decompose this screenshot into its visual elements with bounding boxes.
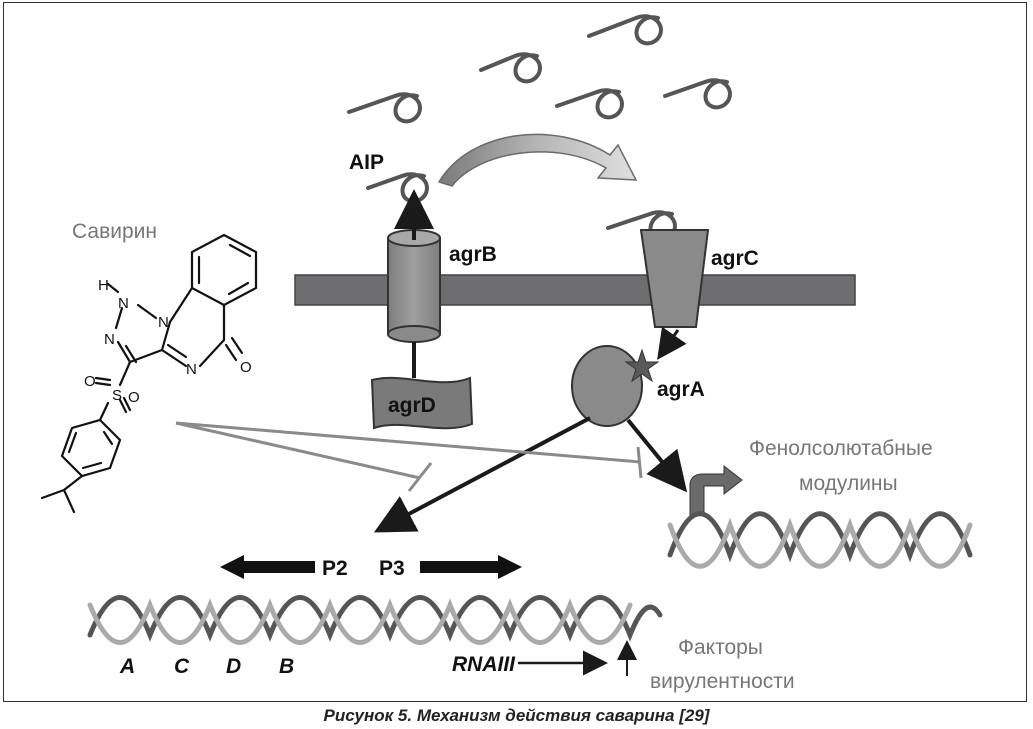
p2-promoter-arrow bbox=[220, 555, 315, 579]
aip-peptide bbox=[587, 14, 663, 46]
atom-h: H bbox=[98, 277, 109, 294]
figure-caption: Рисунок 5. Механизм действия саварина [2… bbox=[323, 706, 710, 725]
p3-promoter-arrow bbox=[420, 555, 522, 579]
agrb-transporter bbox=[387, 229, 441, 343]
psm-label-line2: модулины bbox=[799, 472, 898, 495]
phosphorylation-arrow bbox=[657, 326, 687, 360]
figure-frame bbox=[3, 2, 1027, 702]
atom-o-carbonyl: O bbox=[240, 359, 252, 376]
agra-regulator bbox=[571, 345, 643, 427]
savirin-structure bbox=[40, 233, 258, 514]
atom-n4: N bbox=[186, 361, 197, 378]
p2-label: P2 bbox=[322, 557, 348, 580]
gene-d-label: D bbox=[226, 655, 241, 678]
agrc-receptor bbox=[639, 229, 710, 328]
agr-operon-dna-helix bbox=[87, 595, 663, 645]
aip-peptide bbox=[663, 78, 732, 110]
aip-peptide-exported bbox=[366, 172, 429, 204]
psm-dna-helix bbox=[667, 511, 973, 569]
agrd-label: agrD bbox=[388, 394, 436, 417]
agr-mechanism-diagram: H N N N N O S O O Савирин AIP agrB agrC … bbox=[40, 14, 973, 693]
rnaiii-label: RNAIII bbox=[452, 653, 516, 676]
p2-activation-arrow bbox=[373, 416, 591, 533]
cell-membrane bbox=[294, 274, 856, 306]
aip-transfer-arrow bbox=[437, 133, 638, 187]
gene-c-label: C bbox=[174, 655, 190, 678]
virulence-label-line2: вирулентности bbox=[650, 670, 795, 693]
aip-peptides bbox=[347, 14, 732, 242]
aip-label: AIP bbox=[349, 151, 384, 174]
gene-a-label: A bbox=[119, 655, 135, 678]
atom-n1: N bbox=[118, 295, 129, 312]
atom-s: S bbox=[112, 387, 122, 404]
virulence-label-line1: Факторы bbox=[678, 636, 763, 659]
aip-peptide bbox=[555, 88, 624, 120]
psm-label-line1: Фенолсолютабные bbox=[749, 437, 933, 460]
p3-label: P3 bbox=[379, 557, 405, 580]
aip-peptide bbox=[479, 52, 542, 84]
psm-promoter-arrow bbox=[689, 464, 743, 516]
phosphate-star-icon bbox=[624, 348, 660, 383]
atom-n2: N bbox=[158, 314, 169, 331]
atom-o-s2: O bbox=[128, 389, 140, 406]
agrd-peptide-shape bbox=[370, 376, 474, 430]
savirin-atoms: H N N N N O S O O bbox=[84, 277, 252, 406]
aip-peptide bbox=[347, 92, 422, 124]
inhibition-lines bbox=[175, 421, 643, 492]
gene-b-label: B bbox=[279, 655, 294, 678]
psm-activation-arrow bbox=[626, 418, 688, 493]
atom-o-s1: O bbox=[84, 373, 96, 390]
agrc-label: agrC bbox=[711, 247, 759, 270]
agrb-label: agrB bbox=[449, 243, 497, 266]
agra-label: agrA bbox=[657, 378, 705, 401]
atom-n3: N bbox=[104, 331, 115, 348]
savirin-label: Савирин bbox=[72, 220, 157, 243]
